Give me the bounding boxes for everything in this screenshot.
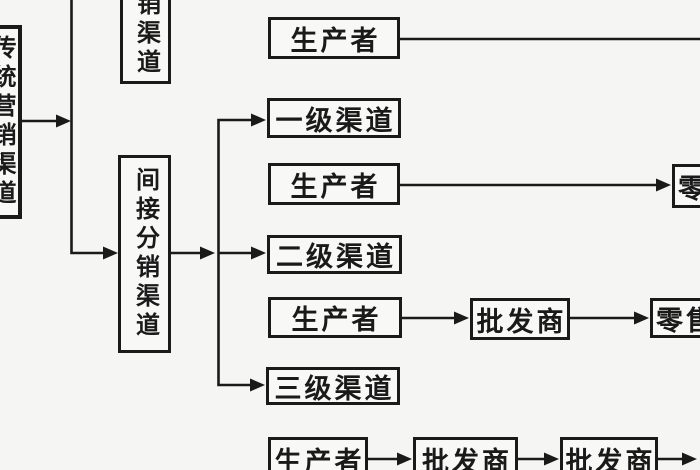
arrowhead-wholesaler1 xyxy=(454,311,469,325)
node-retailer-level2: 零售商 xyxy=(650,298,700,338)
arrowhead-retailer2 xyxy=(634,311,649,325)
node-level3-channel-label: 三级渠道 xyxy=(274,373,395,404)
arrowhead-retailer1 xyxy=(656,178,671,192)
node-producer-top-label: 生产者 xyxy=(290,25,381,56)
arrowhead-trunk2 xyxy=(200,246,215,260)
node-producer-level3-label: 生产者 xyxy=(274,446,365,470)
node-wholesaler-level2-label: 批发商 xyxy=(476,306,567,337)
node-wholesaler2-level3: 批发商 xyxy=(560,437,658,470)
node-retailer-level1-label: 零售商 xyxy=(675,167,700,205)
node-traditional-channel: 传统营销渠道 xyxy=(0,25,22,219)
node-producer-top: 生产者 xyxy=(268,17,400,59)
node-producer-level2: 生产者 xyxy=(268,297,402,338)
node-level1-channel-label: 一级渠道 xyxy=(275,105,396,136)
node-wholesaler2-level3-label: 批发商 xyxy=(565,446,656,470)
node-producer-level1-label: 生产者 xyxy=(290,171,381,202)
node-traditional-channel-label: 传统营销渠道 xyxy=(0,35,14,209)
node-wholesaler-level2: 批发商 xyxy=(470,298,570,340)
node-wholesaler1-level3: 批发商 xyxy=(413,437,518,470)
node-indirect-channel-label: 间接分销渠道 xyxy=(131,167,158,341)
node-level1-channel: 一级渠道 xyxy=(267,98,401,138)
arrowhead-right-edge xyxy=(682,452,697,466)
arrowhead-level3 xyxy=(250,378,265,392)
node-retailer-level2-label: 零售商 xyxy=(656,305,700,336)
node-direct-channel-label: 直接分销渠道 xyxy=(133,0,159,78)
node-level3-channel: 三级渠道 xyxy=(266,367,400,405)
arrowhead-level1 xyxy=(251,113,266,127)
arrowhead-trunk1 xyxy=(56,114,71,128)
node-retailer-level1: 零售商 xyxy=(672,164,700,208)
node-producer-level3: 生产者 xyxy=(268,437,368,470)
arrowhead-level2 xyxy=(251,246,266,260)
node-direct-channel: 直接分销渠道 xyxy=(120,0,171,84)
node-producer-level1: 生产者 xyxy=(268,163,400,205)
node-level2-channel: 二级渠道 xyxy=(267,235,402,274)
arrowhead-indirect xyxy=(103,246,118,260)
node-level2-channel-label: 二级渠道 xyxy=(276,242,396,272)
node-producer-level2-label: 生产者 xyxy=(291,305,382,335)
node-indirect-channel: 间接分销渠道 xyxy=(118,155,171,353)
arrowhead-wholesaler2 xyxy=(397,452,412,466)
arrowhead-wholesaler3 xyxy=(544,452,559,466)
node-wholesaler1-level3-label: 批发商 xyxy=(422,446,512,470)
wire-trunk1 xyxy=(70,0,104,255)
